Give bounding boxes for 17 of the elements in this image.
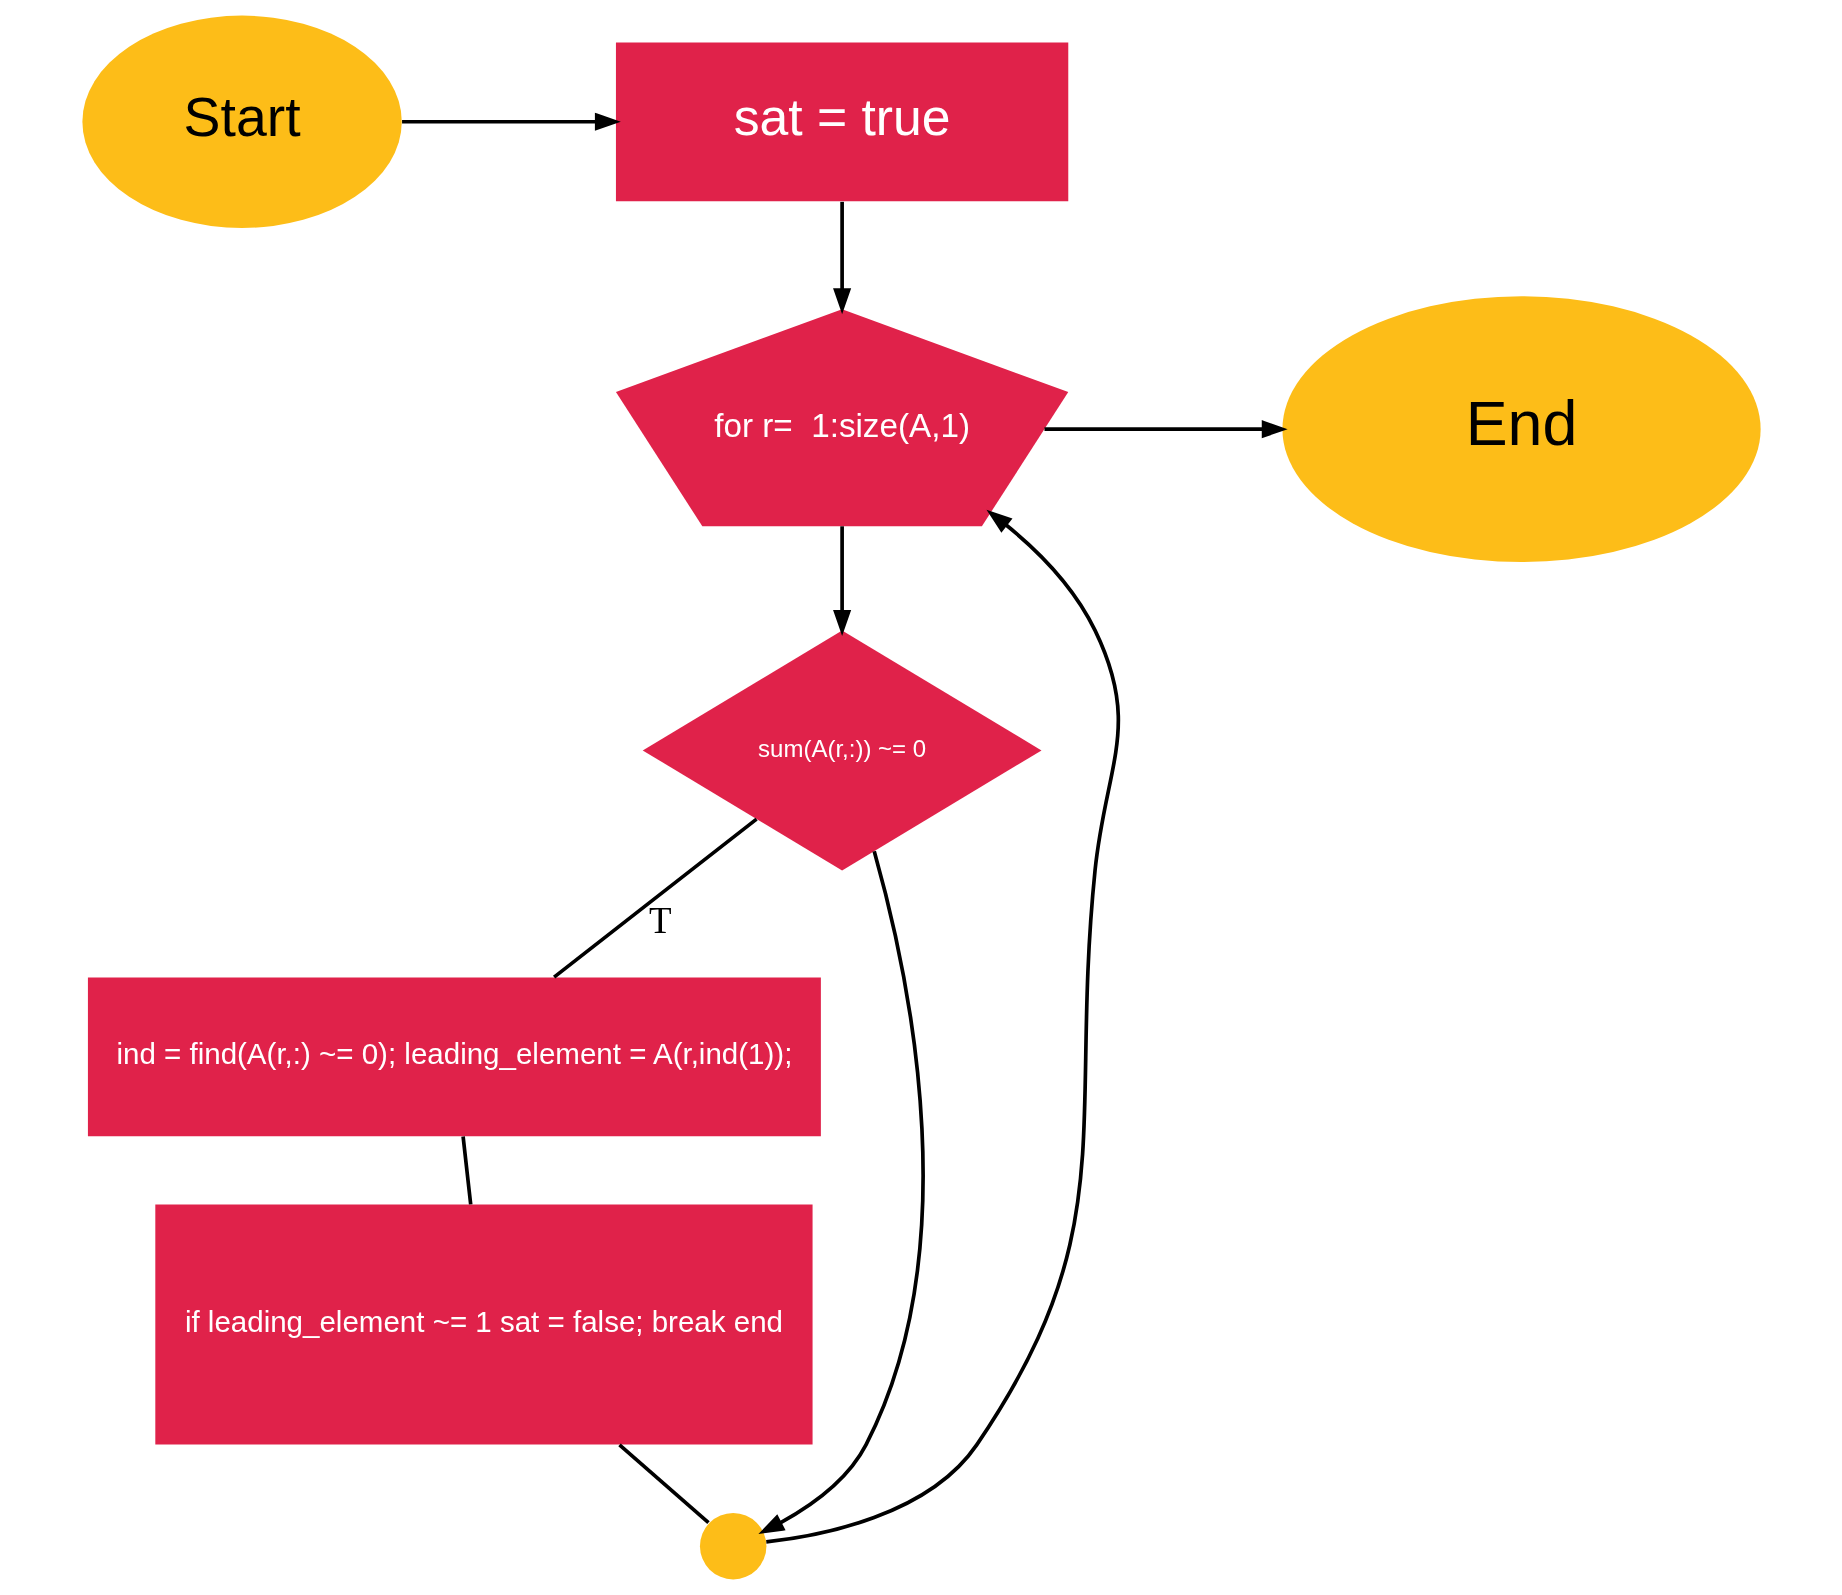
node-diamond: sum(A(r,:)) ~= 0 [642,630,1041,871]
edge-label: T [648,900,672,942]
arrow [832,526,851,636]
arrow [765,509,1120,1544]
arrow [1044,420,1288,439]
arrow [757,850,925,1535]
node-ellipse: Start [81,15,402,228]
node-box: if leading_element ~= 1 sat = false; break end [154,1204,813,1445]
connector [617,1443,710,1525]
node-box: ind = find(A(r,:) ~= 0); leading_element = A(r,ind(1)); [87,977,821,1137]
connector [460,1136,473,1205]
node-box: sat = true [615,42,1068,202]
node-circle [699,1512,766,1580]
node-ellipse: End [1281,296,1761,563]
arrow [832,201,851,315]
arrow [401,112,621,131]
connector [552,817,758,979]
